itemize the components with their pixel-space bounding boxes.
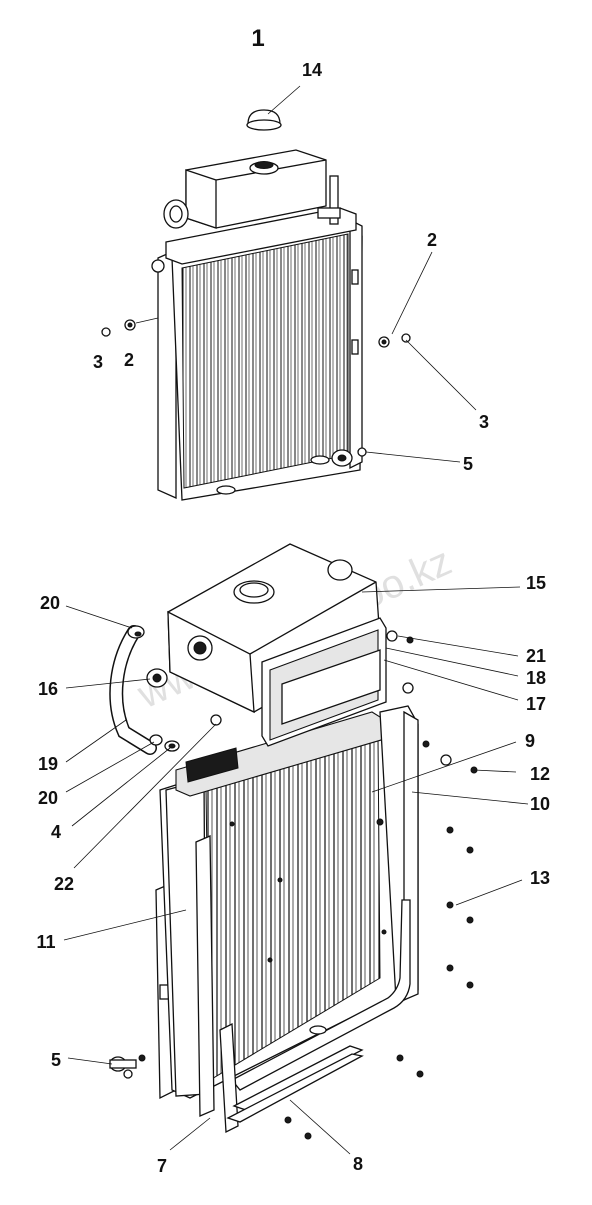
callout-label: 19 <box>38 754 58 774</box>
callout-label: 7 <box>157 1156 167 1176</box>
callout-label: 20 <box>40 593 60 613</box>
callout-label: 16 <box>38 679 58 699</box>
callout-label: 5 <box>51 1050 61 1070</box>
callout-label: 20 <box>38 788 58 808</box>
callout-label: 10 <box>530 794 550 814</box>
callout-label: 4 <box>51 822 61 842</box>
callout-label: 22 <box>54 874 74 894</box>
callout-label: 5 <box>463 454 473 474</box>
leader-lines <box>63 85 529 1155</box>
callout-label: 2 <box>124 350 134 370</box>
callout-label: 3 <box>93 352 103 372</box>
upper-radiator-assembly <box>101 149 411 501</box>
callout-label: 21 <box>526 646 546 666</box>
lower-radiator-assembly <box>109 543 478 1140</box>
figure-number: 1 <box>251 25 264 52</box>
callout-label: 14 <box>302 60 322 80</box>
callout-label: 8 <box>353 1154 363 1174</box>
callout-labels: 14 2 3 2 3 5 20 15 16 21 18 17 19 9 12 2… <box>36 60 550 1176</box>
callout-label: 3 <box>479 412 489 432</box>
callout-label: 11 <box>36 932 55 952</box>
callout-label: 2 <box>427 230 437 250</box>
callout-label: 12 <box>530 764 550 784</box>
radiator-cap <box>246 109 282 131</box>
callout-label: 13 <box>530 868 550 888</box>
callout-label: 17 <box>526 694 546 714</box>
callout-label: 18 <box>526 668 546 688</box>
callout-label: 15 <box>526 573 546 593</box>
callout-label: 9 <box>525 731 535 751</box>
